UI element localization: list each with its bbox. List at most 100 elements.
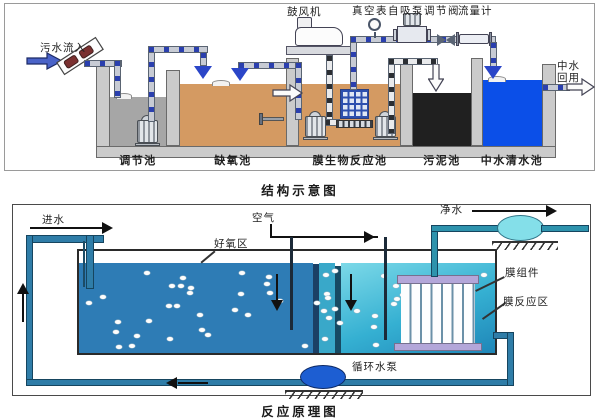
label-flow-meter: 流量计 — [458, 5, 493, 17]
submersible-pump-icon — [137, 120, 158, 143]
flow-arrow-into-anoxic — [194, 66, 212, 79]
flow-arrow-recirculation — [231, 68, 249, 81]
pipe-circulation-right — [507, 332, 514, 386]
pipe-regulation-riser — [200, 52, 207, 66]
flow-meter-icon — [459, 34, 489, 44]
pipe-clean-water-out — [541, 225, 589, 232]
sludge-tank-water — [413, 93, 471, 146]
flow-arrow-left — [178, 382, 208, 384]
label-circulation-pump: 循环水泵 — [352, 361, 398, 373]
anoxic-tank-water — [180, 84, 286, 146]
flow-arrow-wall-pass — [272, 84, 304, 102]
principle-diagram-caption: 反应原理图 — [261, 404, 339, 419]
label-membrane-zone: 膜反应区 — [503, 296, 549, 308]
membrane-module-icon — [340, 89, 369, 119]
label-inflow: 污水流入 — [40, 42, 86, 54]
baffle — [313, 264, 319, 353]
regulating-valve-icon — [437, 34, 446, 46]
recirculation-pump-icon — [305, 116, 326, 137]
label-blower: 鼓风机 — [287, 6, 322, 18]
label-inlet: 进水 — [42, 214, 65, 226]
pipe-sludge — [388, 58, 438, 65]
label-air: 空气 — [252, 212, 275, 224]
pipe-suction — [350, 36, 357, 90]
self-priming-pump-icon — [427, 29, 431, 41]
flow-arrow-down — [350, 274, 352, 302]
air-line — [270, 236, 378, 238]
flow-arrow-up — [22, 292, 24, 322]
pipe-inlet-inner — [83, 241, 85, 287]
water-surface-mound — [212, 80, 230, 86]
tank-wall-divider — [471, 58, 483, 146]
label-membrane-module: 膜组件 — [505, 267, 540, 279]
inflow-arrow-icon — [26, 52, 64, 70]
label-clearwater-tank: 中水清水池 — [480, 154, 544, 167]
membrane-module-fibers — [401, 284, 475, 343]
self-priming-pump-icon — [403, 13, 421, 26]
flow-arrow-up-head — [17, 283, 29, 294]
flow-arrow-left-head — [166, 377, 177, 389]
label-reuse-2: 回用 — [557, 72, 580, 84]
tank-wall-right — [542, 64, 556, 148]
circulation-pump-icon — [300, 365, 346, 389]
pipe-regulation-riser — [148, 46, 208, 53]
pipe-permeate — [431, 225, 501, 232]
flow-meter-icon — [456, 32, 459, 46]
ground-hatch — [492, 241, 558, 250]
vacuum-gauge-icon — [368, 18, 381, 31]
clean-water-arrow-head — [546, 205, 557, 217]
membrane-module-top-bar — [397, 275, 479, 284]
sludge-pump-icon — [373, 137, 398, 140]
inlet-arrow — [30, 227, 104, 229]
pipe-circulation-bottom — [26, 379, 514, 386]
clean-water-arrow — [472, 210, 548, 212]
pipe-air — [326, 55, 333, 125]
tank-wall-divider — [400, 58, 413, 146]
tank-wall-divider — [166, 70, 180, 146]
inlet-arrow-head — [102, 222, 113, 234]
self-priming-pump-icon — [393, 29, 397, 41]
blower-pedestal — [286, 46, 352, 55]
mixer-icon — [262, 117, 284, 121]
mixer-icon — [259, 113, 263, 125]
regulating-valve-icon — [446, 34, 455, 46]
baffle — [335, 266, 341, 353]
blower-icon — [295, 27, 343, 46]
pipe-regulation-riser — [148, 46, 155, 122]
bar-screen-icon — [56, 36, 104, 76]
aeration-header-icon — [336, 120, 373, 128]
flow-arrow-down-head — [271, 300, 283, 311]
air-line — [270, 224, 272, 237]
label-mbr-tank: 膜生物反应池 — [312, 154, 388, 167]
label-anoxic-tank: 缺氧池 — [214, 154, 252, 167]
submersible-pump-icon — [135, 143, 160, 146]
recirculation-pump-icon — [303, 137, 328, 140]
transition-zone-water — [319, 263, 335, 353]
flow-arrow-down — [276, 274, 278, 302]
pipe-sludge — [388, 58, 395, 134]
ground-hatch — [285, 390, 363, 399]
clean-water-pump-icon — [497, 215, 544, 241]
label-reuse-1: 中水 — [557, 60, 580, 72]
pipe-circulation-left — [26, 235, 33, 386]
vacuum-gauge-icon — [374, 32, 376, 38]
pipe-inlet-drop — [86, 235, 94, 289]
clearwater-tank-water — [483, 80, 542, 146]
tank-bottom-slab — [96, 146, 556, 158]
label-sludge-tank: 污泥池 — [423, 154, 461, 167]
label-instruments: 真空表自吸泵调节阀 — [352, 5, 460, 17]
outflow-arrow-icon — [566, 78, 596, 96]
label-clean-water: 净水 — [440, 204, 463, 216]
pipe-to-clearwater — [490, 42, 497, 68]
membrane-module-bottom-bar — [394, 343, 482, 351]
label-regulation-tank: 调节池 — [119, 154, 157, 167]
pipe-permeate — [431, 228, 438, 277]
flow-arrow-into-clearwater — [484, 66, 502, 79]
flow-arrow-down-head — [345, 300, 357, 311]
structure-diagram-caption: 结构示意图 — [261, 183, 339, 198]
pipe-screen-outlet — [84, 60, 122, 67]
air-drop-pipe — [290, 237, 293, 330]
flow-arrow-into-sludge — [428, 64, 444, 92]
pipe-screen-outlet — [114, 60, 121, 98]
